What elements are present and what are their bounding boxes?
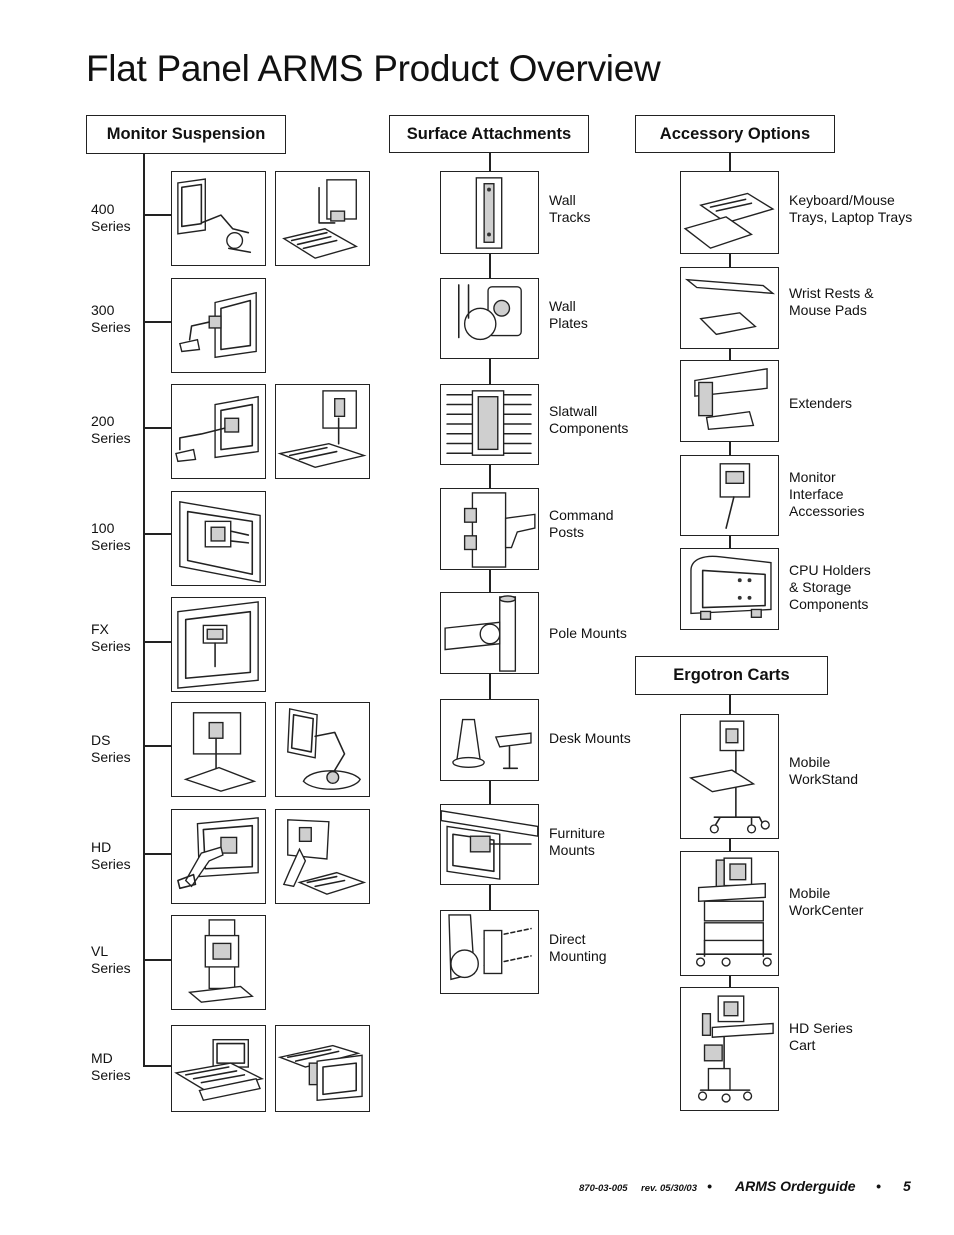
accessory-label-monitor-interface: Monitor Interface Accessories <box>789 469 865 519</box>
wall-track-icon <box>440 171 539 254</box>
monitor-arm-icon <box>171 384 266 479</box>
page-title: Flat Panel ARMS Product Overview <box>86 48 661 89</box>
desk-stand-icon <box>171 702 266 797</box>
desk-mount-icon <box>440 699 539 781</box>
footer-bullet: • <box>707 1178 712 1194</box>
footer-page-number: 5 <box>903 1178 911 1194</box>
connector-line <box>489 673 491 700</box>
surface-label-command-posts: Command Posts <box>549 507 614 540</box>
monitor-drawer-icon <box>171 1025 266 1112</box>
extender-icon <box>680 360 779 442</box>
wall-plate-icon <box>440 278 539 359</box>
connector-line <box>489 253 491 279</box>
footer-doc-number: 870-03-005 <box>579 1183 628 1194</box>
series-label-400: 400 Series <box>91 201 131 234</box>
surface-label-pole-mounts: Pole Mounts <box>549 625 627 641</box>
series-label-200: 200 Series <box>91 413 131 446</box>
cart-label-mobile-workstand: Mobile WorkStand <box>789 754 858 787</box>
series-label-md: MD Series <box>91 1050 131 1083</box>
monitor-arm-keyboard-icon <box>275 384 370 479</box>
series-label-300: 300 Series <box>91 302 131 335</box>
desk-stand-icon <box>275 702 370 797</box>
accessory-label-extenders: Extenders <box>789 395 853 411</box>
slatwall-icon <box>440 384 539 465</box>
section-header-surface-attachments: Surface Attachments <box>389 115 589 153</box>
monitor-drawer-icon <box>275 1025 370 1112</box>
connector-line <box>729 975 731 988</box>
connector-line <box>489 780 491 805</box>
accessory-label-keyboard-trays: Keyboard/Mouse Trays, Laptop Trays <box>789 192 913 225</box>
footer-bullet: • <box>876 1178 881 1194</box>
mobile-workcenter-icon <box>680 851 779 976</box>
surface-label-wall-tracks: Wall Tracks <box>549 192 591 225</box>
footer-guide-name: ARMS Orderguide <box>735 1178 856 1194</box>
furniture-mount-icon <box>440 804 539 885</box>
command-post-icon <box>440 488 539 570</box>
mobile-workstand-icon <box>680 714 779 839</box>
branch-line <box>143 853 172 855</box>
series-label-vl: VL Series <box>91 943 131 976</box>
surface-label-wall-plates: Wall Plates <box>549 298 588 331</box>
vertical-lift-icon <box>171 915 266 1010</box>
accessory-label-cpu-holders: CPU Holders & Storage Components <box>789 562 871 612</box>
series-label-hd: HD Series <box>91 839 131 872</box>
connector-line <box>729 838 731 852</box>
hd-cart-icon <box>680 987 779 1111</box>
heavy-duty-arm-icon <box>275 809 370 904</box>
surface-label-desk-mounts: Desk Mounts <box>549 730 631 746</box>
series-label-ds: DS Series <box>91 732 131 765</box>
monitor-mount-icon <box>171 597 266 692</box>
section-header-accessory-options: Accessory Options <box>635 115 835 153</box>
branch-line <box>143 533 172 535</box>
connector-line <box>489 884 491 911</box>
connector-line <box>729 348 731 361</box>
cpu-holder-icon <box>680 548 779 630</box>
monitor-arm-keyboard-icon <box>275 171 370 266</box>
branch-line <box>143 427 172 429</box>
series-label-fx: FX Series <box>91 621 131 654</box>
cart-label-hd-series-cart: HD Series Cart <box>789 1020 853 1053</box>
connector-line <box>729 535 731 549</box>
connector-line <box>729 153 731 172</box>
heavy-duty-arm-icon <box>171 809 266 904</box>
surface-label-direct-mounting: Direct Mounting <box>549 931 607 964</box>
series-label-100: 100 Series <box>91 520 131 553</box>
surface-label-slatwall: Slatwall Components <box>549 403 629 436</box>
connector-line <box>729 441 731 456</box>
keyboard-tray-icon <box>680 171 779 254</box>
connector-line <box>729 695 731 715</box>
branch-line <box>143 1065 172 1067</box>
connector-line <box>729 253 731 268</box>
wrist-rest-icon <box>680 267 779 349</box>
section-header-ergotron-carts: Ergotron Carts <box>635 656 828 695</box>
section-header-monitor-suspension: Monitor Suspension <box>86 115 286 154</box>
footer-revision: rev. 05/30/03 <box>641 1183 697 1194</box>
branch-line <box>143 641 172 643</box>
accessory-label-wrist-rests: Wrist Rests & Mouse Pads <box>789 285 874 318</box>
connector-line <box>489 464 491 489</box>
monitor-mount-icon <box>171 491 266 586</box>
branch-line <box>143 321 172 323</box>
branch-line <box>143 214 172 216</box>
branch-line <box>143 959 172 961</box>
connector-line <box>489 358 491 385</box>
monitor-arm-icon <box>171 171 266 266</box>
branch-line <box>143 745 172 747</box>
monitor-interface-icon <box>680 455 779 536</box>
monitor-arm-icon <box>171 278 266 373</box>
cart-label-mobile-workcenter: Mobile WorkCenter <box>789 885 864 918</box>
pole-mount-icon <box>440 592 539 674</box>
direct-mount-icon <box>440 910 539 994</box>
monitor-trunk-line <box>143 154 145 1065</box>
connector-line <box>489 153 491 172</box>
connector-line <box>489 569 491 593</box>
surface-label-furniture-mounts: Furniture Mounts <box>549 825 606 858</box>
